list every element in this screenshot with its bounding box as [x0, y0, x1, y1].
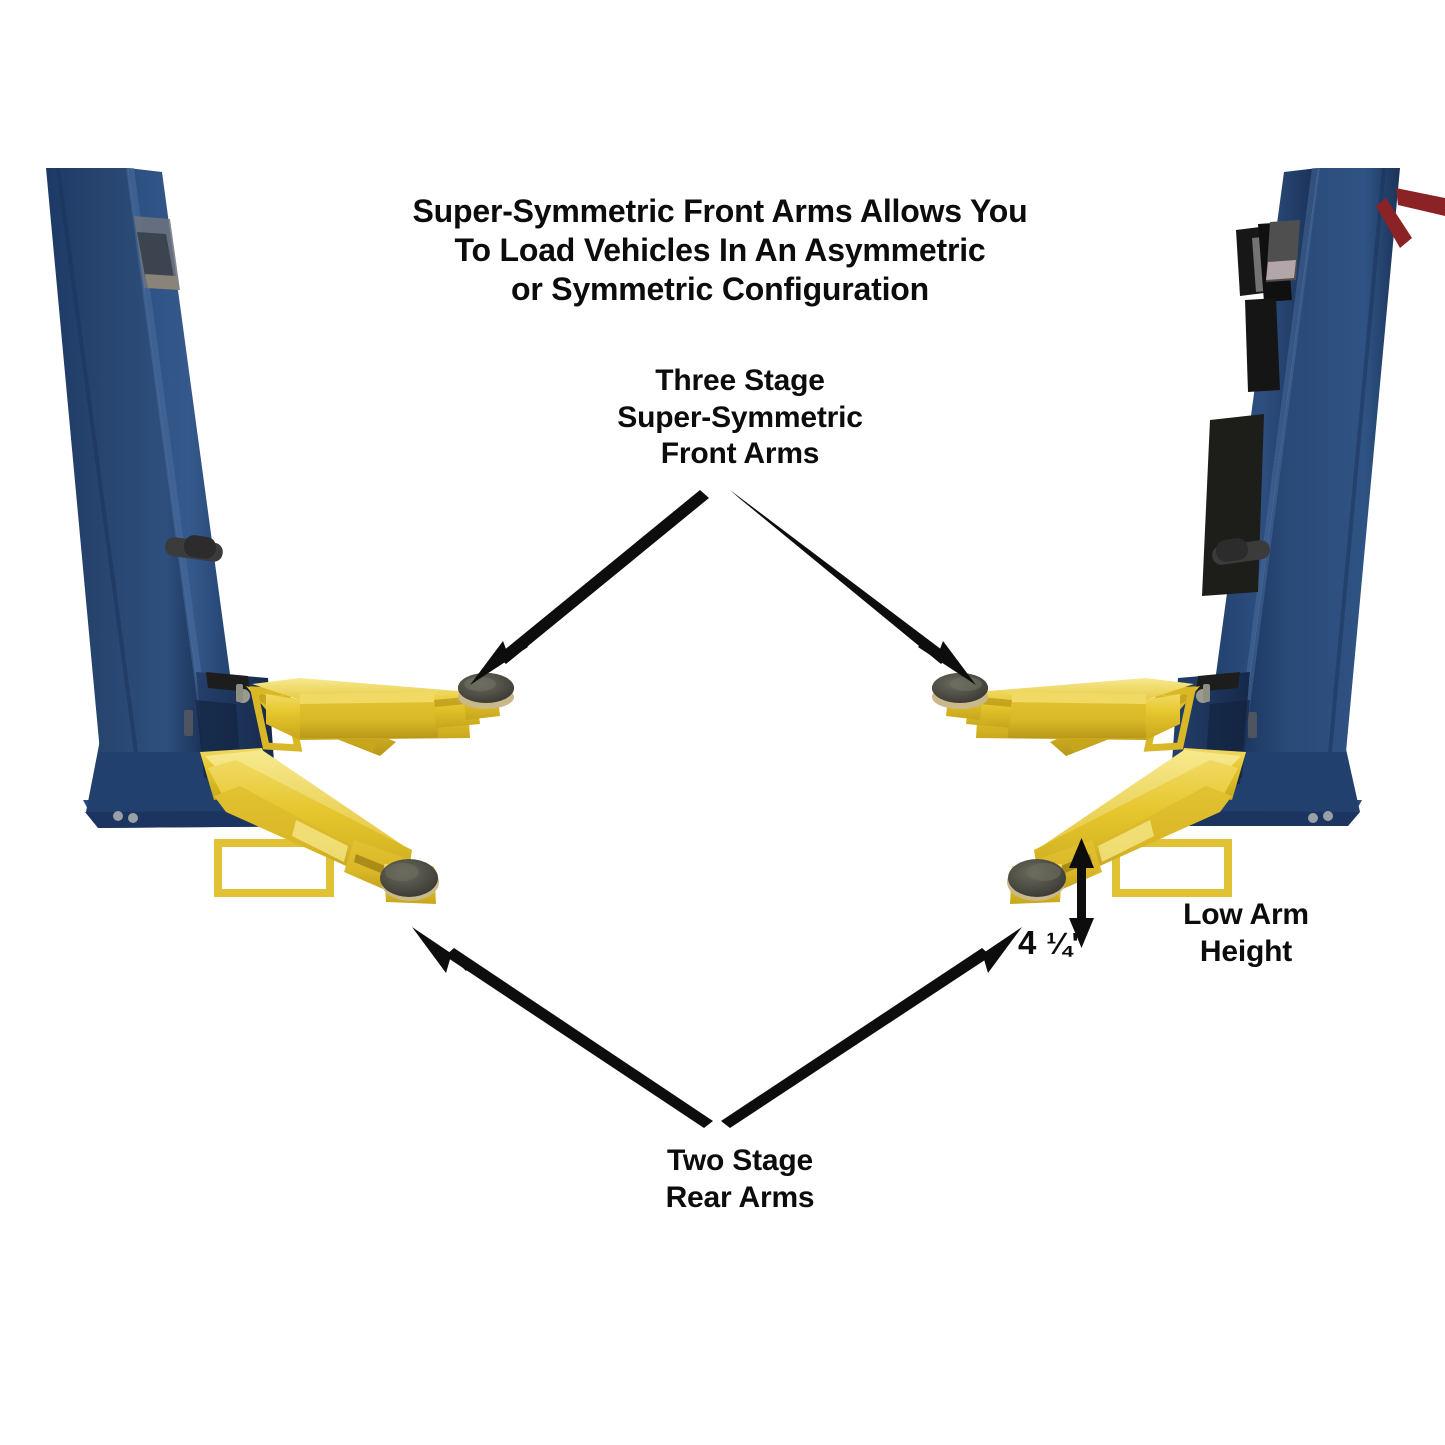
dimension-fraction: ¼" [1046, 928, 1086, 961]
hydraulic-hose [1396, 188, 1445, 216]
left-front-arm [246, 673, 514, 756]
left-rear-arm [200, 748, 439, 904]
left-column-post [46, 168, 206, 752]
right-rear-arm-pad [1007, 859, 1066, 901]
left-column-base-bolt [184, 710, 193, 736]
right-rear-arm-highlight [1098, 820, 1154, 862]
front-arms-arrow-left [470, 490, 709, 685]
low-arm-height-arrow [1069, 838, 1094, 948]
rear-arms-arrow-right [721, 927, 1022, 1128]
low-arm-height-label: Low Arm Height [1183, 898, 1309, 968]
left-column-edge-highlight [126, 168, 212, 752]
right-column-seam [1328, 168, 1386, 752]
right-front-arm-pad [932, 673, 988, 709]
left-column-seam [56, 168, 138, 752]
right-rear-arm-frame [1112, 839, 1232, 897]
front-arms-callout-label: Three Stage Super-Symmetric Front Arms [617, 364, 863, 471]
left-rear-arm-pad [380, 859, 439, 901]
right-front-arm-stage2-top [1008, 692, 1146, 704]
right-front-arm-stage2 [1008, 700, 1146, 738]
left-rear-arm-highlight [292, 820, 348, 862]
low-arm-height-dimension-value: 4 ¼" [1018, 926, 1153, 960]
control-box-big [1202, 414, 1264, 596]
rear-arms-arrow-left [412, 927, 713, 1128]
control-box-lower [1245, 298, 1280, 392]
right-column-lock-lever [1212, 538, 1270, 565]
rear-arms-callout-label: Two Stage Rear Arms [665, 1144, 815, 1214]
right-front-arm [932, 673, 1200, 756]
left-column-lock-lever [165, 535, 223, 562]
left-rear-arm-frame [214, 839, 334, 897]
front-arms-arrow-right [730, 490, 976, 685]
right-column-edge-highlight [1236, 168, 1320, 752]
left-column-label-panel [134, 216, 180, 290]
right-column-base-bolt [1248, 712, 1257, 738]
right-column-post [1240, 168, 1400, 752]
left-front-arm-pad [458, 673, 514, 709]
left-front-arm-stage2 [300, 700, 438, 738]
dimension-whole-number: 4 [1018, 924, 1037, 961]
headline-text: Super-Symmetric Front Arms Allows You To… [412, 193, 1028, 308]
hydraulic-hose-2 [1376, 198, 1412, 248]
left-front-arm-stage2-top [300, 692, 438, 704]
control-box-sticker-light [1266, 260, 1296, 280]
left-column-front-face [128, 168, 240, 752]
annotation-arrows [412, 490, 1094, 1128]
